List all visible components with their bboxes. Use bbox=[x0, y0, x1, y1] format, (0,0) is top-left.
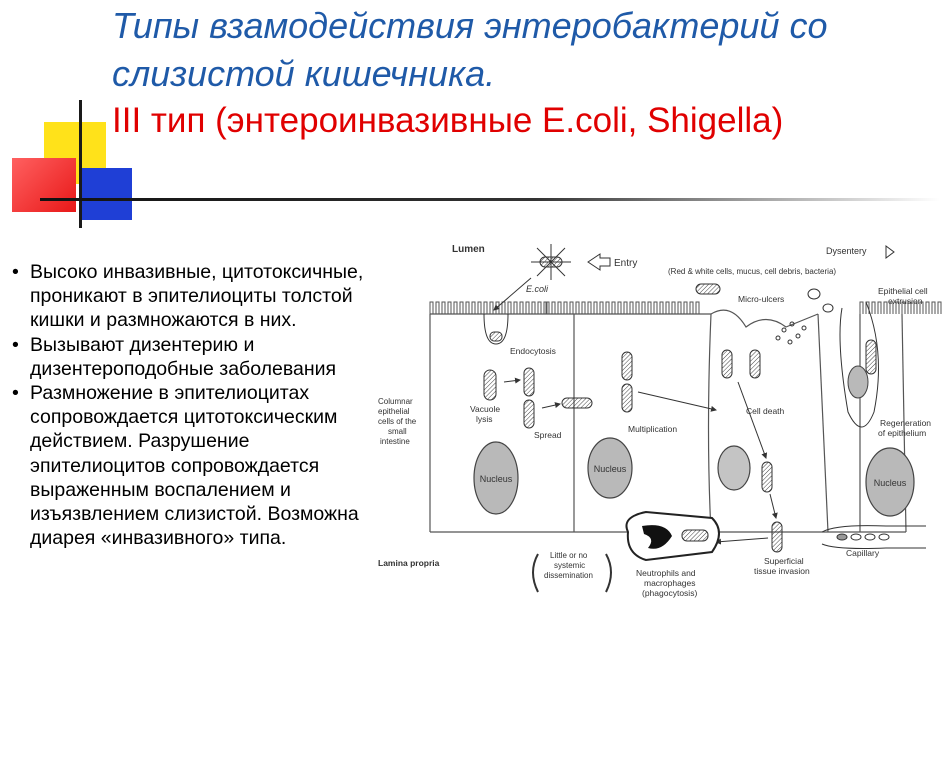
bacterium bbox=[865, 339, 877, 375]
debris bbox=[775, 288, 834, 345]
bacterium bbox=[749, 349, 761, 379]
endocytosis-pocket bbox=[483, 313, 509, 345]
ecoli-star bbox=[531, 244, 571, 280]
slide-title: Типы взамодействия энтеробактерий со сли… bbox=[112, 2, 942, 144]
phagocyte-nucleus bbox=[642, 525, 672, 549]
nucleus-label: Nucleus bbox=[480, 474, 513, 484]
nucleus bbox=[587, 437, 633, 499]
label-extrusion-2: extrusion bbox=[888, 296, 923, 306]
label-little-1: Little or no bbox=[550, 551, 588, 560]
label-little-2: systemic bbox=[554, 561, 585, 570]
arrow-ecoli-entry bbox=[493, 277, 532, 311]
label-dysentery: Dysentery bbox=[826, 246, 867, 256]
nucleus bbox=[473, 441, 519, 515]
label-multiplication: Multiplication bbox=[628, 424, 677, 434]
label-neutrophils-1: Neutrophils and bbox=[636, 568, 696, 578]
bullet-item: Вызывают дизентерию и дизентероподобные … bbox=[12, 333, 372, 381]
bacterium bbox=[621, 383, 633, 413]
bacterium bbox=[523, 367, 535, 397]
label-lamina-propria: Lamina propria bbox=[378, 558, 440, 568]
capillary bbox=[821, 525, 926, 549]
bullet-item: Высоко инвазивные, цитотоксичные, проник… bbox=[12, 260, 372, 333]
title-line-3: III тип (энтероинвазивные E.coli, Shigel… bbox=[112, 101, 784, 140]
bullet-list: Высоко инвазивные, цитотоксичные, проник… bbox=[12, 260, 372, 550]
bacterium bbox=[483, 369, 497, 401]
decor-red-square bbox=[12, 158, 76, 212]
decor-blue-square bbox=[80, 168, 132, 220]
label-ecoli: E.coli bbox=[526, 284, 549, 294]
bullet-item: Размножение в эпителиоцитах сопровождает… bbox=[12, 381, 372, 550]
arrow-cell-death bbox=[637, 391, 717, 412]
label-extrusion-1: Epithelial cell bbox=[878, 286, 928, 296]
arrow-invasion bbox=[769, 493, 778, 519]
label-columnar-2: epithelial bbox=[378, 407, 410, 416]
title-line-1: Типы взамодействия энтеробактерий со bbox=[112, 5, 828, 46]
label-micro-ulcers: Micro-ulcers bbox=[738, 294, 784, 304]
entry-arrow-icon bbox=[587, 253, 611, 271]
label-superficial-2: tissue invasion bbox=[754, 566, 810, 576]
label-lumen: Lumen bbox=[452, 244, 485, 255]
bacterium bbox=[771, 521, 783, 553]
bacterium bbox=[695, 283, 721, 295]
arrow-phagocytosis bbox=[715, 537, 769, 545]
bracket-left bbox=[532, 553, 539, 593]
nucleus bbox=[865, 447, 915, 517]
label-dysentery-note: (Red & white cells, mucus, cell debris, … bbox=[668, 267, 836, 276]
bacterium bbox=[561, 397, 593, 409]
arrow-vacuole bbox=[503, 377, 521, 384]
decor-horizontal-line bbox=[40, 198, 940, 201]
epithelial-cells bbox=[429, 309, 907, 533]
label-vacuole-2: lysis bbox=[476, 414, 493, 424]
title-line-2: слизистой кишечника. bbox=[112, 53, 496, 94]
brush-border bbox=[429, 301, 548, 314]
bacterium bbox=[761, 461, 773, 493]
extruded-nucleus bbox=[847, 365, 869, 399]
label-columnar-5: intestine bbox=[380, 437, 410, 446]
nucleus-label: Nucleus bbox=[594, 464, 627, 474]
bacterium bbox=[721, 349, 733, 379]
label-spread: Spread bbox=[534, 430, 562, 440]
decor-vertical-line bbox=[79, 100, 82, 228]
label-neutrophils-2: macrophages bbox=[644, 578, 696, 588]
brush-border bbox=[859, 301, 942, 314]
arrow-spread bbox=[541, 402, 561, 409]
label-vacuole-1: Vacuole bbox=[470, 404, 500, 414]
bracket-right bbox=[605, 553, 612, 593]
label-little-3: dissemination bbox=[544, 571, 593, 580]
invasion-diagram: Nucleus Nucleus Nucleus Lumen E.coli Ent… bbox=[366, 232, 948, 642]
bacterium bbox=[681, 529, 709, 542]
label-entry: Entry bbox=[614, 258, 637, 269]
label-superficial-1: Superficial bbox=[764, 556, 804, 566]
label-regeneration-1: Regeneration bbox=[880, 418, 931, 428]
label-regeneration-2: of epithelium bbox=[878, 428, 926, 438]
nucleus-dying bbox=[717, 445, 751, 491]
label-columnar-3: cells of the bbox=[378, 417, 417, 426]
label-columnar-4: small bbox=[388, 427, 407, 436]
label-neutrophils-3: (phagocytosis) bbox=[642, 588, 697, 598]
label-endocytosis: Endocytosis bbox=[510, 346, 556, 356]
diagram-svg: Nucleus Nucleus Nucleus Lumen E.coli Ent… bbox=[378, 244, 942, 598]
extruded-cell bbox=[839, 301, 879, 428]
brush-border bbox=[545, 301, 700, 314]
nucleus-label: Nucleus bbox=[874, 478, 907, 488]
bacterium bbox=[489, 331, 503, 342]
label-capillary: Capillary bbox=[846, 548, 880, 558]
arrow-superficial bbox=[737, 381, 768, 459]
bacterium bbox=[523, 399, 535, 429]
label-columnar-1: Columnar bbox=[378, 397, 413, 406]
dysentery-arrow-icon bbox=[885, 245, 895, 259]
label-cell-death: Cell death bbox=[746, 406, 785, 416]
bacterium bbox=[621, 351, 633, 381]
